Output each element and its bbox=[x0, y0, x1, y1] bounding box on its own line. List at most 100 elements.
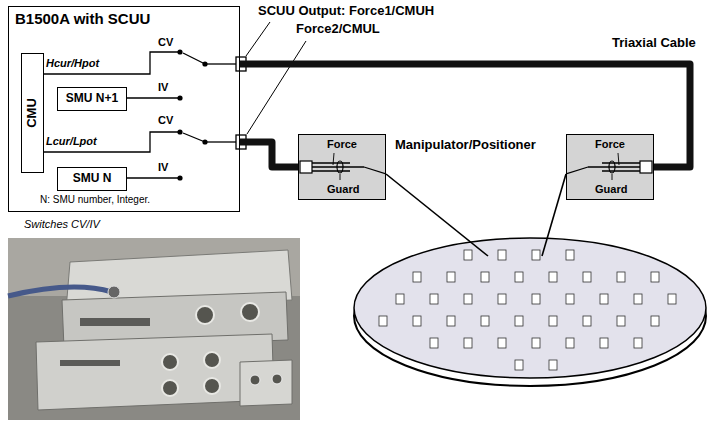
output-label: SCUU Output: Force1/CMUH bbox=[258, 4, 434, 19]
die-pad bbox=[464, 294, 472, 304]
die-pad bbox=[447, 272, 455, 282]
die-pad bbox=[651, 316, 659, 326]
die-pad bbox=[566, 250, 574, 260]
probe-needle bbox=[542, 174, 566, 256]
output-wire bbox=[205, 141, 236, 142]
die-pad bbox=[430, 338, 438, 348]
die-pad bbox=[651, 272, 659, 282]
instrument-photo bbox=[8, 238, 300, 420]
instrument-box: B1500A with SCUUCMUSMU N+1SMU N bbox=[8, 6, 240, 212]
die-pad bbox=[532, 294, 540, 304]
leader-line bbox=[618, 153, 619, 165]
bnc-connector bbox=[196, 306, 214, 324]
die-pad bbox=[617, 272, 625, 282]
smu-wire bbox=[126, 97, 178, 98]
guard-ring bbox=[609, 161, 615, 173]
positioner-box: ForceGuard bbox=[298, 134, 386, 200]
leader-line bbox=[247, 41, 306, 134]
photo-background bbox=[8, 238, 300, 420]
guard-shield bbox=[602, 170, 640, 171]
die-pad bbox=[634, 294, 642, 304]
guard-shield bbox=[602, 162, 640, 163]
switch-position: CV bbox=[158, 36, 173, 49]
die-pad bbox=[498, 250, 506, 260]
output-label: Force2/CMUL bbox=[296, 22, 380, 37]
lcur-wire bbox=[40, 132, 178, 152]
unit-slot bbox=[60, 360, 120, 366]
die-pad bbox=[498, 338, 506, 348]
switch-position: IV bbox=[158, 161, 168, 174]
smu-wire bbox=[126, 177, 178, 178]
cmu-box: CMU bbox=[21, 53, 44, 173]
part-label: Force bbox=[327, 138, 357, 151]
note: N: SMU number, Integer. bbox=[40, 194, 150, 206]
probe-needle bbox=[386, 174, 488, 256]
bnc-connector bbox=[204, 378, 220, 394]
bnc-connector bbox=[204, 352, 220, 368]
note: Switches CV/IV bbox=[24, 218, 100, 231]
probe-arm bbox=[566, 167, 588, 174]
die-pad bbox=[549, 272, 557, 282]
cable-plug bbox=[108, 286, 120, 298]
switch-pivot bbox=[202, 61, 207, 66]
blue-cable bbox=[8, 287, 112, 296]
contact-dot bbox=[177, 95, 182, 100]
die-pad bbox=[515, 360, 523, 370]
die-pad bbox=[532, 250, 540, 260]
die-pad bbox=[549, 360, 557, 370]
switch-arm bbox=[183, 133, 205, 142]
wafer-chips bbox=[379, 250, 676, 370]
die-pad bbox=[481, 272, 489, 282]
die-pad bbox=[413, 316, 421, 326]
wafer-surface bbox=[354, 238, 706, 378]
switch-position: CV bbox=[158, 114, 173, 127]
hcur-wire bbox=[40, 52, 178, 74]
smu-box: SMU N+1 bbox=[57, 87, 127, 111]
leader-line bbox=[246, 22, 270, 56]
die-pad bbox=[566, 294, 574, 304]
die-pad bbox=[498, 294, 506, 304]
guard-shield bbox=[312, 170, 350, 171]
contact-dot bbox=[177, 175, 182, 180]
die-pad bbox=[396, 294, 404, 304]
bnc-connector bbox=[241, 303, 259, 321]
guard-shield bbox=[312, 162, 350, 163]
die-pad bbox=[566, 338, 574, 348]
positioner-box: ForceGuard bbox=[566, 134, 654, 200]
die-pad bbox=[583, 316, 591, 326]
die-pad bbox=[515, 316, 523, 326]
die-pad bbox=[634, 338, 642, 348]
box-label: CMU bbox=[25, 98, 40, 128]
die-pad bbox=[464, 338, 472, 348]
die-pad bbox=[600, 294, 608, 304]
box-label: SMU N+1 bbox=[66, 92, 118, 106]
small-connector bbox=[272, 374, 282, 384]
box-title: B1500A with SCUU bbox=[15, 10, 150, 27]
die-pad bbox=[583, 272, 591, 282]
switch-pivot bbox=[202, 139, 207, 144]
die-pad bbox=[379, 316, 387, 326]
triaxial-cable bbox=[240, 142, 298, 167]
force-conductor bbox=[312, 166, 364, 167]
part-label: Guard bbox=[327, 183, 359, 196]
bnc-connector bbox=[162, 354, 178, 370]
cable-label: Triaxial Cable bbox=[612, 36, 696, 51]
guard-ring bbox=[337, 161, 343, 173]
leader-line bbox=[333, 153, 334, 165]
probe-arm bbox=[364, 167, 386, 174]
small-connector bbox=[250, 375, 260, 385]
triax-connector bbox=[300, 161, 312, 173]
die-pad bbox=[515, 272, 523, 282]
part-name: Manipulator/Positioner bbox=[395, 138, 536, 153]
die-pad bbox=[447, 316, 455, 326]
die-pad bbox=[532, 338, 540, 348]
die-pad bbox=[668, 294, 676, 304]
die-pad bbox=[464, 250, 472, 260]
signal-name: Lcur/Lpot bbox=[46, 135, 97, 148]
contact-dot bbox=[177, 49, 182, 54]
output-wire bbox=[205, 63, 236, 64]
force-conductor bbox=[588, 166, 640, 167]
part-label: Guard bbox=[595, 183, 627, 196]
